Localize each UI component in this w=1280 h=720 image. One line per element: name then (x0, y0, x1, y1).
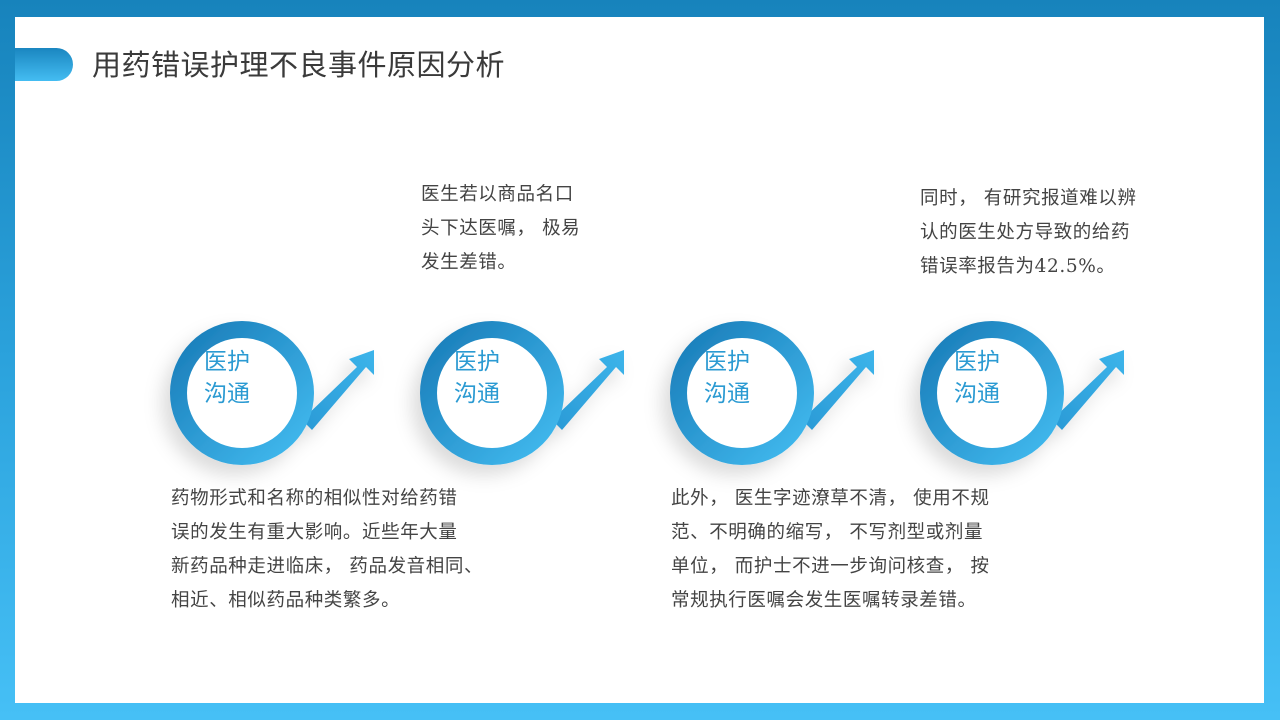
node-label-line1: 医护 (454, 349, 500, 375)
node-label: 医护 沟通 (927, 346, 1027, 410)
desc-line: 发生差错。 (421, 252, 517, 273)
desc-line: 同时， 有研究报道难以辨 (920, 188, 1137, 209)
desc-line: 此外， 医生字迹潦草不清， 使用不规 (671, 488, 990, 509)
desc-line: 药物形式和名称的相似性对给药错 (171, 488, 458, 509)
description-top-4: 同时， 有研究报道难以辨 认的医生处方导致的给药 错误率报告为42.5%。 (920, 182, 1137, 284)
title-accent-tab (15, 48, 73, 81)
ring-arrow-icon (670, 321, 874, 465)
node-label: 医护 沟通 (177, 346, 277, 410)
node-label-line2: 沟通 (454, 381, 500, 407)
node-label-line2: 沟通 (954, 381, 1000, 407)
node-label-line2: 沟通 (204, 381, 250, 407)
description-bottom-1: 药物形式和名称的相似性对给药错 误的发生有重大影响。近些年大量 新药品种走进临床… (171, 482, 483, 618)
ring-node-4: 医护 沟通 (902, 304, 1132, 474)
ring-node-1: 医护 沟通 (152, 304, 382, 474)
desc-line: 错误率报告为42.5%。 (920, 256, 1116, 277)
node-label-line1: 医护 (704, 349, 750, 375)
ring-arrow-icon (920, 321, 1124, 465)
desc-line: 范、不明确的缩写， 不写剂型或剂量 (671, 522, 984, 543)
node-label: 医护 沟通 (427, 346, 527, 410)
desc-line: 医生若以商品名口 (421, 184, 574, 205)
ring-node-3: 医护 沟通 (652, 304, 882, 474)
ring-arrow-icon (170, 321, 374, 465)
ring-arrow-icon (420, 321, 624, 465)
ring-node-2: 医护 沟通 (402, 304, 632, 474)
desc-line: 头下达医嘱， 极易 (421, 218, 581, 239)
page-title: 用药错误护理不良事件原因分析 (92, 48, 506, 82)
desc-line: 相近、相似药品种类繁多。 (171, 590, 401, 611)
node-label: 医护 沟通 (677, 346, 777, 410)
description-bottom-3: 此外， 医生字迹潦草不清， 使用不规 范、不明确的缩写， 不写剂型或剂量 单位，… (671, 482, 990, 618)
description-top-2: 医生若以商品名口 头下达医嘱， 极易 发生差错。 (421, 178, 580, 280)
node-label-line2: 沟通 (704, 381, 750, 407)
node-label-line1: 医护 (204, 349, 250, 375)
desc-line: 误的发生有重大影响。近些年大量 (171, 522, 458, 543)
desc-line: 认的医生处方导致的给药 (920, 222, 1131, 243)
desc-line: 常规执行医嘱会发生医嘱转录差错。 (671, 590, 977, 611)
slide-canvas: 用药错误护理不良事件原因分析 医护 沟通 医护 沟通 医护 沟通 医护 沟通 医… (15, 17, 1264, 703)
node-label-line1: 医护 (954, 349, 1000, 375)
desc-line: 新药品种走进临床， 药品发音相同、 (171, 556, 484, 577)
desc-line: 单位， 而护士不进一步询问核查， 按 (671, 556, 990, 577)
